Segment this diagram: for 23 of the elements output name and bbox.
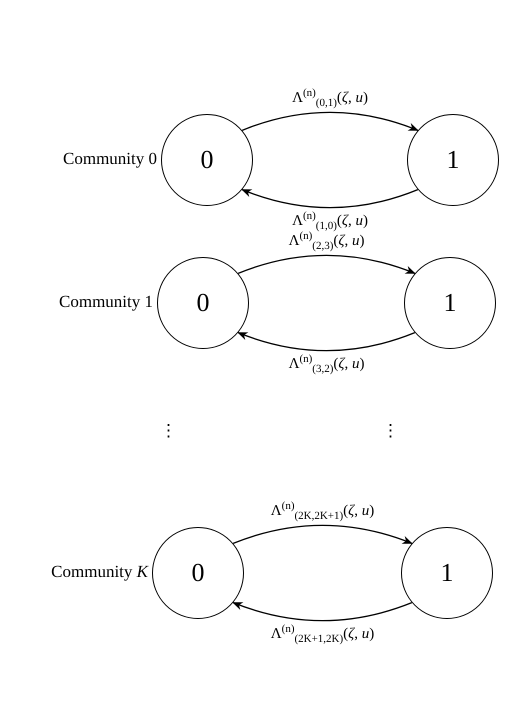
community-label: Community 1: [59, 292, 153, 312]
ellipsis-label: ⋮: [160, 420, 177, 441]
arrow: [242, 112, 419, 131]
state-label: 0: [200, 145, 214, 175]
state-label: 0: [192, 558, 204, 588]
arrow: [232, 524, 413, 544]
state-label: 1: [444, 288, 456, 318]
arrow: [232, 602, 412, 622]
state-label: 1: [446, 145, 460, 175]
edge-label: Λ$^{(n)}$$_{(3,2)}$(ζ, u): [288, 354, 364, 374]
community-label: Community K: [51, 562, 148, 582]
community-label: Community 0: [63, 149, 157, 169]
edge-label: Λ$^{(n)}$$_{(2K,2K+1)}$(ζ, u): [270, 501, 374, 522]
arrow: [238, 254, 416, 274]
state-label: 1: [440, 558, 454, 588]
ellipsis-label: ⋮: [382, 420, 399, 441]
arrow: [241, 189, 418, 208]
edge-label: Λ$^{(n)}$$_{(2,3)}$(ζ, u): [288, 231, 364, 252]
arrow: [237, 332, 416, 352]
state-label: 0: [196, 288, 210, 318]
edge-label: Λ$^{(n)}$$_{(0,1)}$(ζ, u): [292, 88, 368, 108]
edge-label: Λ$^{(n)}$$_{(2K+1,2K)}$(ζ, u): [270, 624, 374, 644]
edge-label: Λ$^{(n)}$$_{(1,0)}$(ζ, u): [292, 210, 368, 231]
